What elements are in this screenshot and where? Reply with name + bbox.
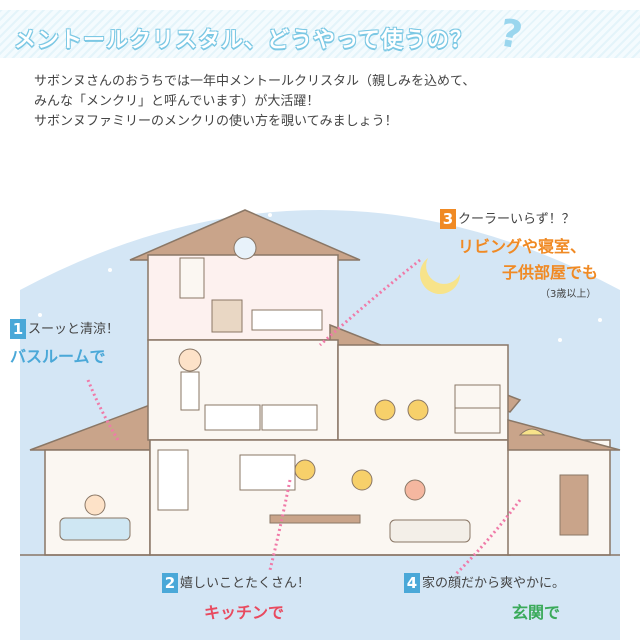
number-badge: 3	[440, 208, 456, 229]
kitchen-cabinet	[157, 449, 189, 511]
bed	[261, 404, 318, 431]
child-figure	[374, 399, 396, 421]
mother-figure	[294, 459, 316, 481]
use-place: リビングや寝室、	[458, 236, 587, 256]
use-tagline: 家の顔だから爽やかに。	[422, 576, 566, 591]
scent-trails	[86, 258, 522, 577]
front-door	[559, 474, 589, 536]
house-illustration-svg	[20, 178, 621, 640]
child-figure	[407, 399, 429, 421]
moon-icon	[419, 258, 460, 294]
bookshelf	[211, 299, 243, 333]
sofa	[389, 519, 471, 543]
bed	[204, 404, 261, 431]
use-place: キッチンで	[204, 602, 285, 622]
title-bar: メントールクリスタル、どうやって使うの？ ?	[0, 10, 640, 58]
use-tagline: 嬉しいことたくさん！	[180, 576, 311, 591]
use-tagline: スーッと清涼！	[28, 322, 120, 337]
use-place: 玄関で	[512, 602, 561, 622]
kitchen-shelf	[239, 454, 296, 491]
entrance-roof	[507, 419, 621, 451]
page-title: メントールクリスタル、どうやって使うの？	[14, 28, 473, 53]
intro-line: サボンヌさんのおうちでは一年中メントールクリスタル（親しみを込めて、	[34, 74, 476, 89]
bed	[251, 309, 323, 331]
bunk-bed	[454, 384, 501, 434]
number-badge: 4	[404, 572, 420, 593]
use-place: 子供部屋でも	[502, 262, 599, 282]
trail-bathroom	[86, 379, 120, 441]
use-place: バスルームで	[10, 346, 106, 366]
intro-line: サボンヌファミリーのメンクリの使い方を覗いてみましょう！	[34, 114, 398, 129]
round-window	[233, 236, 257, 260]
number-badge: 2	[162, 572, 178, 593]
house-illustration	[0, 150, 640, 640]
title-question-mark: ?	[496, 10, 526, 58]
grandmother-figure	[351, 469, 373, 491]
age-note: （3歳以上）	[540, 288, 597, 300]
number-badge: 1	[10, 318, 26, 339]
father-figure	[178, 348, 202, 372]
stars	[38, 178, 602, 342]
ceiling-lamp	[518, 428, 546, 436]
dining-table	[269, 514, 361, 524]
entrance	[507, 439, 611, 556]
attic-door	[179, 257, 205, 299]
bathtub	[59, 517, 131, 541]
girl-figure	[404, 479, 426, 501]
kids-room	[337, 344, 509, 441]
father-body	[180, 371, 200, 411]
bathing-person	[84, 494, 106, 516]
trail-bedroom	[318, 258, 421, 347]
intro-line: みんな「メンクリ」と呼んでいます）が大活躍！	[34, 94, 320, 109]
use-tagline: クーラーいらず！？	[458, 212, 575, 227]
intro-text: サボンヌさんのおうちでは一年中メントールクリスタル（親しみを込めて、 みんな「メ…	[34, 72, 614, 132]
